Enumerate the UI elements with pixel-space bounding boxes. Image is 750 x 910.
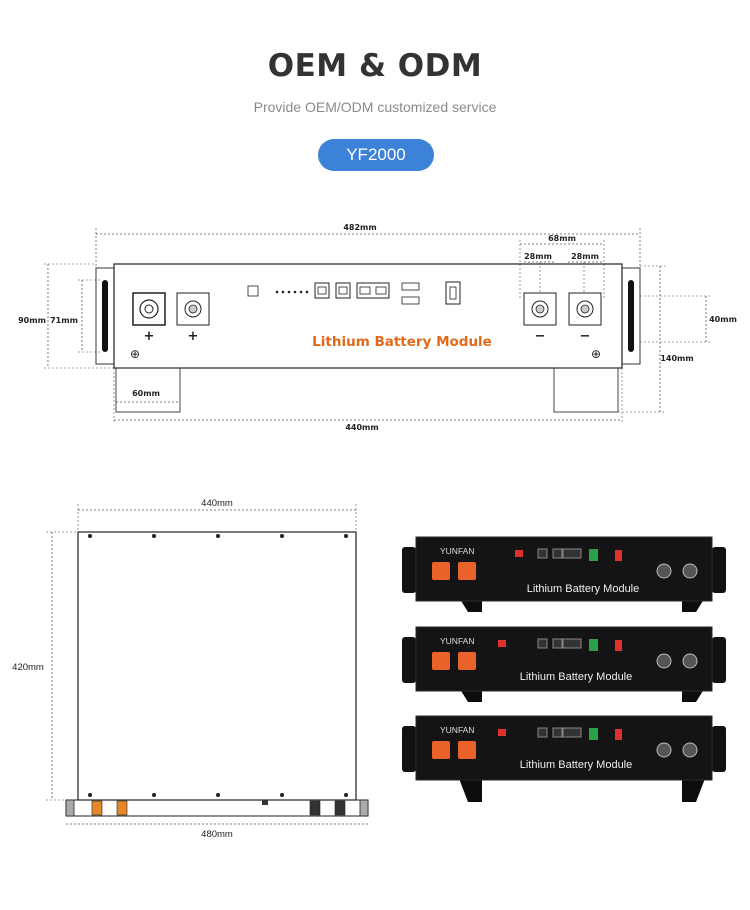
battery-unit (402, 536, 726, 612)
brand-label: YUNFAN (440, 636, 474, 646)
dim-height-outer: 90mm (18, 316, 46, 325)
dim-overall-width: 482mm (343, 223, 376, 232)
top-view-drawing (46, 504, 369, 825)
dim-foot-width: 60mm (132, 389, 160, 398)
dim-terminal-span: 68mm (548, 234, 576, 243)
brand-label: YUNFAN (440, 546, 474, 556)
positive-sign: + (188, 329, 199, 344)
model-tag-button[interactable]: YF2000 (318, 139, 434, 171)
dim-right-small: 40mm (709, 315, 737, 324)
dim-height-inner: 71mm (50, 316, 78, 325)
dim-top-overall-width: 480mm (201, 829, 233, 840)
dim-body-width: 440mm (345, 423, 378, 432)
dim-terminal-spacing-right: 28mm (571, 252, 599, 261)
page-subtitle: Provide OEM/ODM customized service (253, 99, 497, 115)
page-title: OEM & ODM (267, 48, 483, 84)
battery-unit (402, 715, 726, 802)
battery-unit (402, 626, 726, 702)
dim-top-width: 440mm (201, 498, 233, 509)
negative-sign: − (580, 329, 591, 344)
battery-stack-photo: YUNFAN Lithium Battery Module YUNFAN Lit… (402, 536, 726, 802)
brand-label: YUNFAN (440, 725, 474, 735)
photo-module-label: Lithium Battery Module (527, 583, 640, 595)
dim-top-depth: 420mm (12, 662, 44, 673)
front-view-drawing (44, 228, 712, 424)
photo-module-label: Lithium Battery Module (520, 671, 633, 683)
module-label: Lithium Battery Module (312, 334, 492, 350)
dim-terminal-spacing-left: 28mm (524, 252, 552, 261)
ground-icon: ⊕ (130, 347, 140, 361)
negative-sign: − (535, 329, 546, 344)
dim-right-tall: 140mm (660, 354, 693, 363)
photo-module-label: Lithium Battery Module (520, 759, 633, 771)
ground-icon: ⊕ (591, 347, 601, 361)
positive-sign: + (144, 329, 155, 344)
